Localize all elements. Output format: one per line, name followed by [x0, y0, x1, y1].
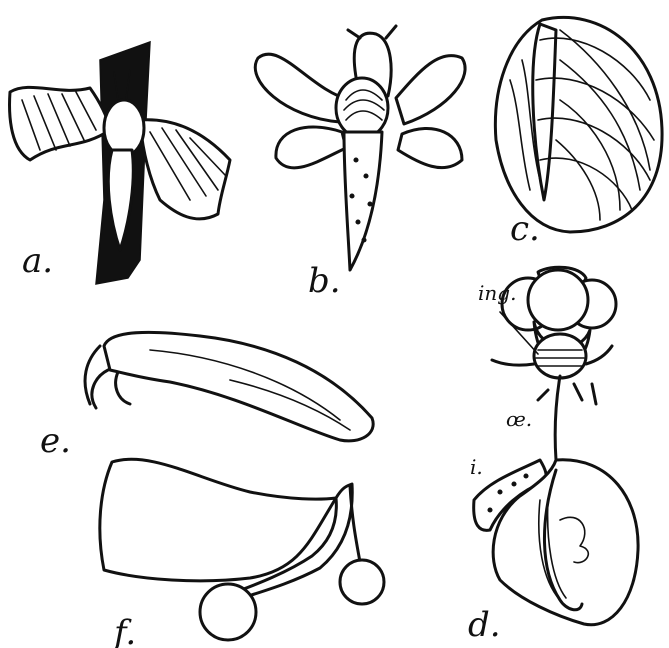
figure-b-label: b.	[308, 261, 341, 301]
figure-f-label: f.	[111, 613, 136, 648]
figure-c-shell: c.	[495, 17, 662, 249]
figure-f-sac: f.	[100, 459, 384, 648]
figure-d-anatomy: ing. œ. i. d.	[468, 267, 638, 645]
figure-d-label: d.	[468, 605, 501, 645]
annotation-i: i.	[470, 455, 483, 479]
figure-c-label: c.	[510, 209, 540, 249]
figure-b-winged-slug: b.	[255, 26, 465, 301]
figure-a-slug-on-stem: a.	[10, 42, 230, 284]
figure-e-label: e.	[40, 421, 71, 461]
figure-e-tube: e.	[40, 332, 373, 461]
figure-a-label: a.	[22, 241, 53, 281]
annotation-ing: ing.	[478, 281, 516, 305]
annotation-oe: œ.	[506, 407, 532, 431]
